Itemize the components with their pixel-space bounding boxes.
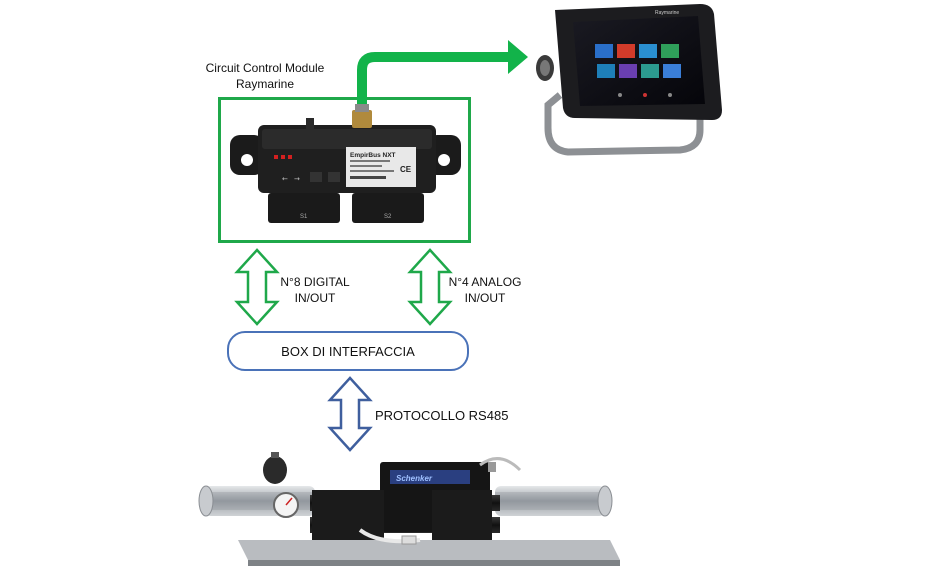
display-brand-text: Raymarine [655,10,679,16]
module-frame [218,97,471,243]
module-title-line2: Raymarine [235,77,295,91]
raymarine-display: Raymarine [536,4,722,156]
digital-io-arrow [234,248,280,326]
network-arrow [357,40,528,107]
analog-io-label-line2: IN/OUT [464,291,506,305]
watermaker-unit: Schenker [198,452,620,566]
protocol-label: PROTOCOLLO RS485 [375,408,509,423]
svg-text:CE: CE [400,165,412,174]
digital-io-label-line2: IN/OUT [294,291,336,305]
connector-label-s1: S1 [300,214,308,220]
module-title: Circuit Control Module Raymarine [190,60,340,92]
svg-text:←: ← [282,175,288,183]
interface-box-label: BOX DI INTERFACCIA [281,343,415,359]
rs485-arrow [327,376,373,452]
digital-io-label: N°8 DIGITAL IN/OUT [270,274,360,306]
analog-io-label: N°4 ANALOG IN/OUT [440,274,530,306]
svg-text:→: → [294,175,300,183]
connector-label-s2: S2 [384,214,392,220]
circuit-control-module: ← → EmpirBus NXT CE S1 S2 [230,104,461,223]
digital-io-label-line1: N°8 DIGITAL [280,275,350,289]
module-brand-text: EmpirBus NXT [350,152,396,159]
module-title-line1: Circuit Control Module [205,61,325,75]
interface-box: BOX DI INTERFACCIA [227,331,469,371]
analog-io-label-line1: N°4 ANALOG [448,275,522,289]
analog-io-arrow [407,248,453,326]
watermaker-brand-text: Schenker [396,474,433,483]
